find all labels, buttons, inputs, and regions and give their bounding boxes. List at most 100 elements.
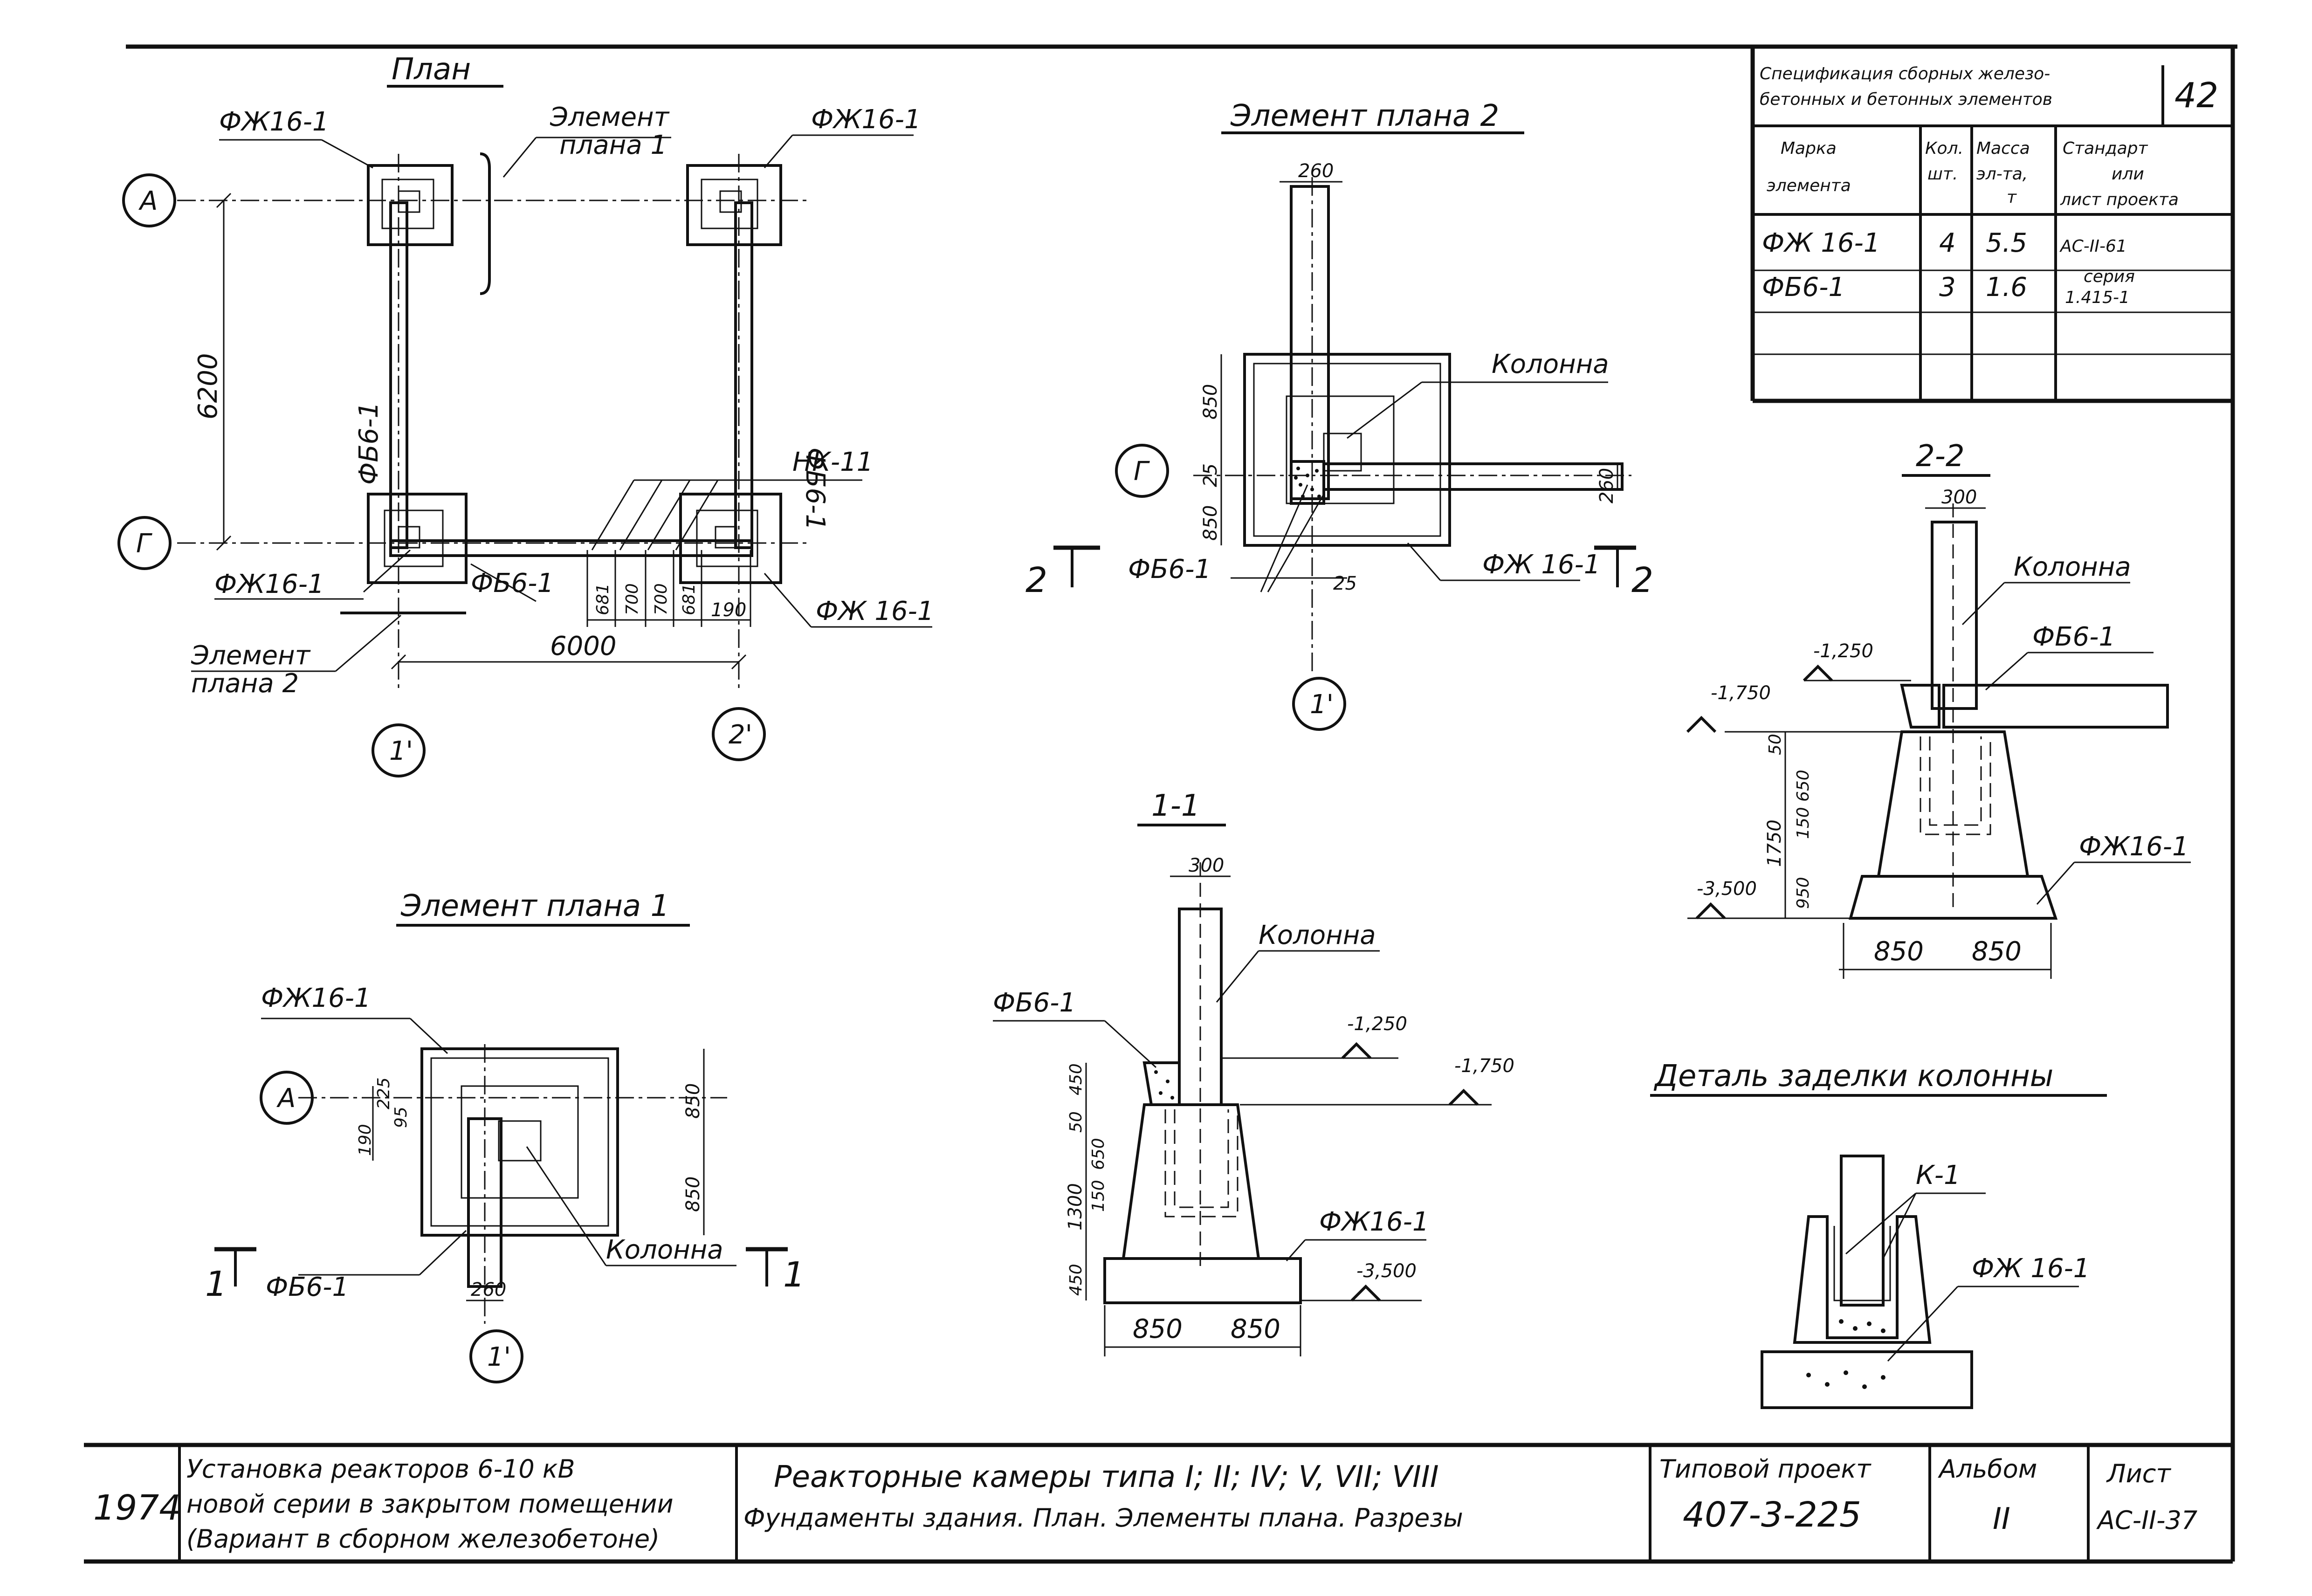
- spec-header-mark-l2: элемента: [1767, 176, 1851, 195]
- spec-title-l2: бетонных и бетонных элементов: [1760, 90, 2052, 109]
- element2-leader-fzh: [1407, 543, 1441, 581]
- section11-leader-fb: [1104, 1020, 1157, 1068]
- spec-title-l1: Спецификация сборных железо-: [1760, 64, 2050, 83]
- section22-level-l2: -1,750: [1711, 682, 1771, 704]
- spec-row-1-mass: 5.5: [1986, 228, 2027, 258]
- detail-column: [1840, 1155, 1885, 1307]
- section22-dim-v1: 50: [1766, 734, 1785, 755]
- element2-column: [1290, 185, 1330, 500]
- plan-leader-fzh-bl: [363, 549, 411, 593]
- section11-label-column: Колонна: [1259, 920, 1376, 950]
- plan-dim-vertical: 6200: [193, 353, 223, 420]
- spec-header-mass-l2: эл-та,: [1976, 165, 2028, 184]
- spec-header-std-l1: Стандарт: [2063, 139, 2148, 158]
- plan-axis-1-label: 1': [389, 736, 413, 766]
- section22-leader-fb: [1985, 652, 2028, 691]
- spec-sheet-number: 42: [2174, 76, 2218, 116]
- title-album-value: II: [1993, 1502, 2010, 1536]
- element2-dim-right: 260: [1596, 468, 1617, 503]
- section11-dim-v6: 450: [1067, 1264, 1086, 1296]
- element1-leader-fzh: [409, 1018, 448, 1054]
- section11-dim-v3: 650: [1089, 1138, 1108, 1170]
- plan-leader-fzh-tl: [321, 139, 373, 169]
- section22-label-fzh: ФЖ16-1: [2079, 832, 2189, 862]
- section11-beam-end: [1142, 1061, 1181, 1106]
- plan-label-fb-bottom: ФБ6-1: [471, 568, 554, 598]
- section11-label-fzh: ФЖ16-1: [1319, 1207, 1429, 1237]
- section22-label-fb: ФБ6-1: [2032, 622, 2115, 652]
- element1-title: Элемент плана 1: [400, 889, 669, 923]
- plan-dim-d2: 700: [623, 583, 642, 615]
- element2-beam: [1322, 462, 1624, 491]
- title-left-l1: Установка реакторов 6-10 кВ: [186, 1454, 575, 1484]
- element2-label-column: Колонна: [1492, 349, 1609, 379]
- element2-dim-v1: 850: [1200, 384, 1221, 420]
- plan-dim-d3: 700: [652, 583, 671, 615]
- element1-label-fzh: ФЖ16-1: [261, 983, 371, 1013]
- element2-section-label-right: 2: [1631, 560, 1653, 600]
- section11-level-l3: -3,500: [1356, 1260, 1417, 1282]
- element1-dim-l3: 190: [356, 1124, 375, 1156]
- spec-header-mass-l3: т: [2007, 188, 2017, 207]
- section11-socket: [1164, 1109, 1239, 1218]
- title-project-value: 407-3-225: [1683, 1495, 1861, 1535]
- plan-label-fzh-tl: ФЖ16-1: [219, 107, 329, 137]
- element2-leader-column: [1347, 381, 1422, 439]
- detail-base: [1761, 1350, 1973, 1409]
- spec-row-2-std-l2: 1.415-1: [2065, 288, 2130, 307]
- section22-label-column: Колонна: [2014, 552, 2131, 582]
- element1-axis-1-bubble: [469, 1329, 523, 1383]
- section11-dim-top: 300: [1189, 855, 1224, 876]
- spec-row-2-qty: 3: [1939, 272, 1956, 303]
- section22-socket: [1920, 736, 1991, 835]
- element2-dim-v3: 850: [1200, 505, 1221, 541]
- section11-dim-b2: 850: [1231, 1314, 1280, 1344]
- title-block: 1974 Установка реакторов 6-10 кВ новой с…: [84, 1443, 2233, 1562]
- element1-dim-l2: 95: [392, 1107, 411, 1128]
- section22-base: [1849, 875, 2058, 920]
- spec-header-std-l3: лист проекта: [2060, 190, 2179, 209]
- section22-title: 2-2: [1916, 439, 1965, 474]
- plan-beam-right: [734, 201, 753, 549]
- plan-label-elem2-l2: плана 2: [191, 668, 299, 699]
- section22-level-l1: -1,250: [1813, 640, 1873, 662]
- title-project-label: Типовой проект: [1659, 1454, 1872, 1484]
- plan-label-elem1-l2: плана 1: [559, 130, 667, 160]
- plan-axis-2-bubble: [712, 707, 766, 761]
- element1-leader-fb: [419, 1230, 467, 1276]
- section22-leader-fzh: [2036, 862, 2075, 905]
- sheet-frame: [84, 44, 2237, 1564]
- element2-axis-g-label: Г: [1134, 456, 1150, 487]
- section22-beam: [1942, 684, 2169, 729]
- section11-view: 1-1 Колонна ФБ6-1 ФЖ16-1 -1,250 -1: [993, 789, 1514, 1356]
- plan-foundation-bl: [367, 493, 468, 584]
- element1-section-label-left: 1: [205, 1264, 227, 1304]
- element1-dim-bottom-label: 260: [471, 1279, 506, 1300]
- title-mid-l1: Реакторные камеры типа I; II; IV; V, VII…: [774, 1460, 1439, 1494]
- section22-dim-v3: 150: [1794, 807, 1813, 839]
- plan-leader-elem2: [335, 614, 401, 672]
- element2-foundation-inner: [1286, 395, 1395, 504]
- plan-label-elem1-l1: Элемент: [550, 102, 670, 132]
- plan-leader-fzh-br: [764, 573, 812, 627]
- section11-leader-column: [1216, 950, 1259, 1003]
- spec-row-1-std: АС-II-61: [2059, 237, 2127, 256]
- plan-label-fzh-bl: ФЖ16-1: [214, 569, 324, 599]
- detail-label-fzh: ФЖ 16-1: [1972, 1253, 2090, 1284]
- element2-view: Элемент плана 2 260 850 25 850 260 2: [1025, 99, 1653, 731]
- plan-foundation-tl: [367, 164, 454, 246]
- plan-hatch-nk: [591, 479, 862, 550]
- section11-grout-dots: [1154, 1070, 1174, 1100]
- spec-header-qty-l2: шт.: [1927, 165, 1958, 184]
- plan-title: План: [392, 52, 471, 87]
- section22-view: 2-2 Колонна ФБ6-1 ФЖ16-1 -1,250 -1,750 -…: [1686, 439, 2191, 979]
- plan-brace-elem1: [480, 152, 491, 295]
- section22-dim-v4: 1750: [1764, 819, 1785, 867]
- element2-axis-1-label: 1': [1310, 689, 1334, 720]
- section11-level-l2: -1,750: [1454, 1055, 1514, 1077]
- element2-dim-top: 260: [1298, 160, 1334, 182]
- title-album-label: Альбом: [1938, 1454, 2037, 1484]
- spec-row: ФБ6-1 3 1.6 серия 1.415-1: [1762, 267, 2135, 307]
- section11-dim-v4: 150: [1089, 1180, 1108, 1212]
